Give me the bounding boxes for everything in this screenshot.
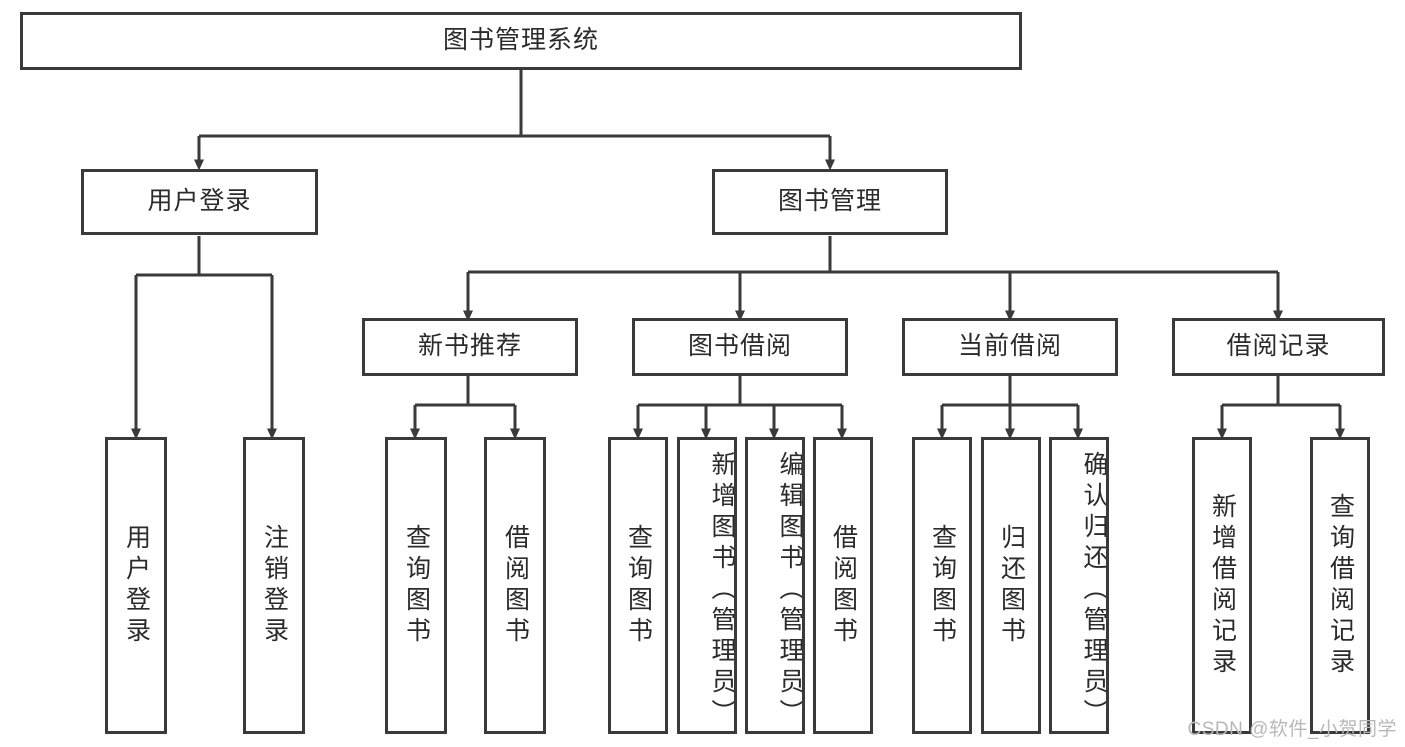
- leaf-borrow-book[interactable]: 借阅图书: [813, 437, 873, 734]
- node-book-management[interactable]: 图书管理: [712, 169, 948, 235]
- leaf-user-login[interactable]: 用户登录: [105, 437, 167, 734]
- node-label: 查询图书: [402, 523, 431, 648]
- node-label: 用户登录: [122, 523, 151, 648]
- node-label: 注销登录: [260, 523, 289, 648]
- node-label: 新增图书（管理员）: [708, 451, 736, 730]
- node-label: 借阅记录: [1226, 332, 1331, 361]
- node-label: 图书借阅: [687, 332, 792, 361]
- node-root-system[interactable]: 图书管理系统: [20, 12, 1022, 70]
- node-current-borrow[interactable]: 当前借阅: [902, 318, 1118, 376]
- node-borrow-record[interactable]: 借阅记录: [1172, 318, 1385, 376]
- leaf-logout[interactable]: 注销登录: [243, 437, 305, 734]
- node-label: 图书管理系统: [442, 26, 599, 55]
- node-label: 查询图书: [624, 523, 653, 648]
- node-label: 归还图书: [997, 523, 1026, 648]
- leaf-query-book-current[interactable]: 查询图书: [912, 437, 972, 734]
- csdn-watermark: CSDN @软件_小贺同学: [1187, 719, 1397, 740]
- node-user-login[interactable]: 用户登录: [81, 169, 318, 235]
- leaf-query-book-borrow[interactable]: 查询图书: [608, 437, 668, 734]
- leaf-add-borrow-record[interactable]: 新增借阅记录: [1192, 437, 1252, 734]
- node-label: 确认归还（管理员）: [1080, 451, 1108, 730]
- node-label: 当前借阅: [957, 332, 1062, 361]
- leaf-edit-book-admin[interactable]: 编辑图书（管理员）: [745, 437, 805, 734]
- node-label: 新书推荐: [417, 332, 522, 361]
- leaf-add-book-admin[interactable]: 新增图书（管理员）: [677, 437, 737, 734]
- node-new-book-recommend[interactable]: 新书推荐: [362, 318, 578, 376]
- node-label: 查询图书: [928, 523, 957, 648]
- node-label: 新增借阅记录: [1208, 492, 1237, 679]
- node-label: 借阅图书: [501, 523, 530, 648]
- node-label: 编辑图书（管理员）: [776, 451, 804, 730]
- leaf-confirm-return-admin[interactable]: 确认归还（管理员）: [1049, 437, 1109, 734]
- node-book-borrow[interactable]: 图书借阅: [632, 318, 848, 376]
- node-label: 用户登录: [147, 187, 252, 216]
- node-label: 查询借阅记录: [1326, 492, 1355, 679]
- leaf-query-book-newbook[interactable]: 查询图书: [385, 437, 447, 734]
- leaf-return-book[interactable]: 归还图书: [981, 437, 1041, 734]
- node-label: 图书管理: [777, 187, 882, 216]
- node-label: 借阅图书: [829, 523, 858, 648]
- leaf-borrow-book-newbook[interactable]: 借阅图书: [484, 437, 546, 734]
- leaf-query-borrow-record[interactable]: 查询借阅记录: [1310, 437, 1370, 734]
